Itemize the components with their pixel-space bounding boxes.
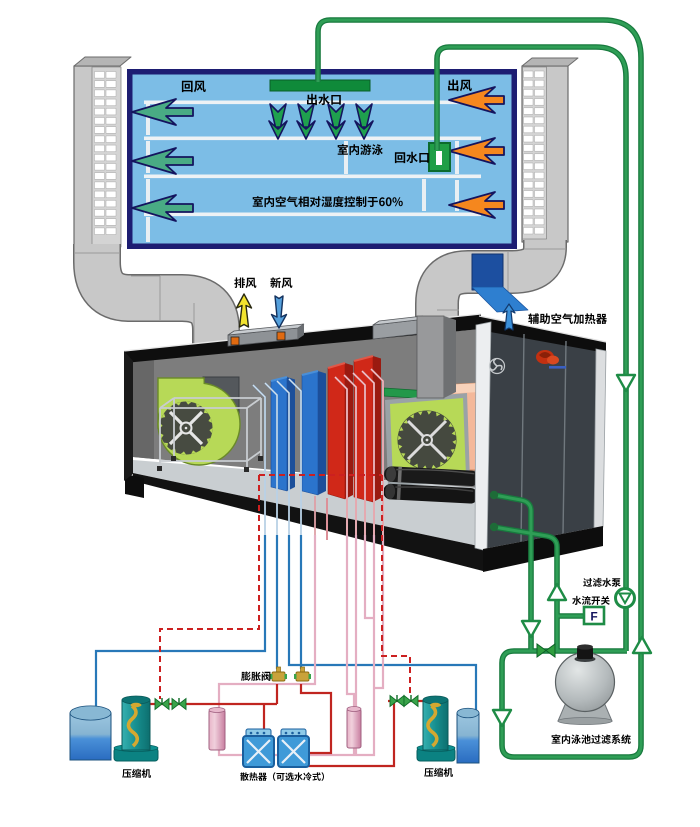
svg-text:F: F (590, 610, 597, 624)
